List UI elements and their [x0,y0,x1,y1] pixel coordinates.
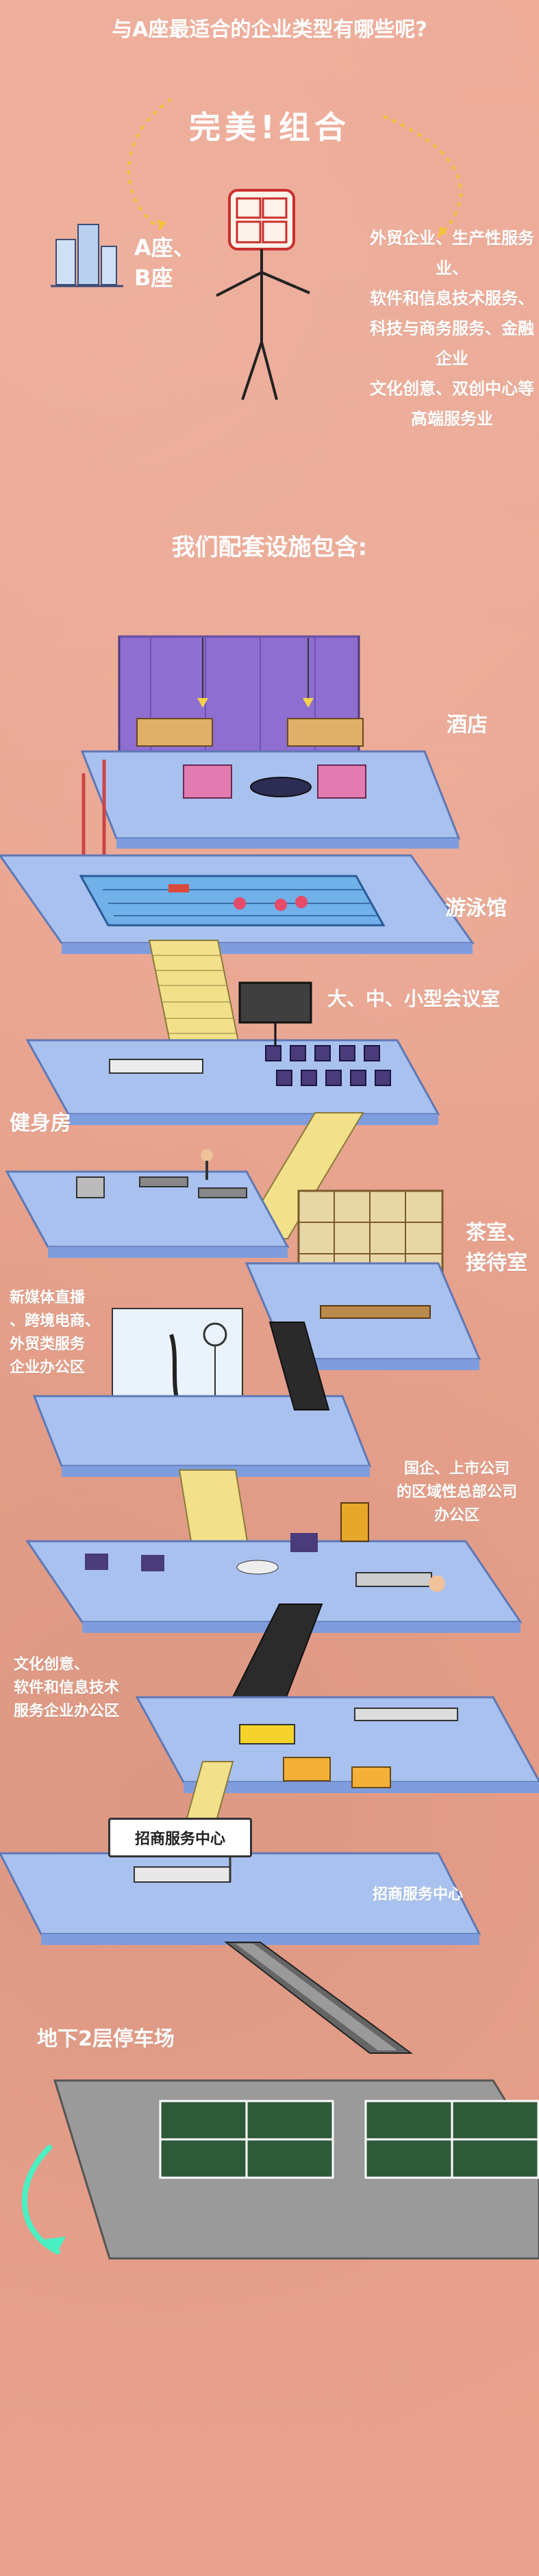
media-line-1: 新媒体直播 [10,1289,86,1306]
floor-hotel [80,635,461,869]
meeting-label: 大、中、小型会议室 [327,988,501,1010]
gym-label: 健身房 [10,1111,71,1135]
curved-arrow-icon [21,2145,66,2254]
floor-culture [135,1696,539,1793]
hq-line-1: 国企、上市公司 [403,1460,510,1478]
facilities-title: 我们配套设施包含: [171,534,368,561]
hotel-label: 酒店 [447,713,488,737]
curve-arrow-right [383,115,462,237]
hq-line-2: 的区域性总部公司 [396,1484,517,1501]
industry-line-1: 外贸企业、生产性服务业、 [370,229,534,278]
meeting-screen [238,981,312,1024]
industry-line-2: 软件和信息技术服务、 [370,289,534,308]
industry-line-4: 文化创意、双创中心等 [370,379,534,398]
industry-line-3: 科技与商务服务、金融企业 [370,319,534,368]
ab-label: A座、 B座 [134,233,223,293]
tea-line-2: 接待室 [466,1251,527,1275]
floor-pool [0,854,475,954]
culture-line-2: 软件和信息技术 [14,1679,120,1697]
media-line-3: 外贸类服务 [10,1336,86,1353]
stairs-1 [148,940,241,1049]
media-label: 新媒体直播 、跨境电商、 外贸类服务 企业办公区 [10,1287,112,1380]
mascot-figure [216,189,310,400]
floor-parking [53,2079,539,2260]
industry-line-5: 高端服务业 [411,409,493,428]
service-center-plaque: 招商服务中心 [108,1818,252,1857]
escalator [224,1942,414,2054]
floor-media [32,1308,372,1477]
pool-label: 游泳馆 [445,897,507,920]
tea-label: 茶室、 接待室 [466,1218,527,1278]
stairs-3 [178,1469,249,1546]
parking-label: 地下2层停车场 [37,2027,175,2051]
culture-line-3: 服务企业办公区 [14,1703,120,1720]
media-line-2: 、跨境电商、 [10,1313,101,1330]
buildings-icon [51,224,123,287]
tea-line-1: 茶室、 [466,1221,527,1245]
ab-line-a: A座、 [134,235,195,261]
ab-line-b: B座 [134,265,173,291]
stairs-2 [238,1112,364,1239]
arrow-head-right-icon [438,226,447,236]
media-line-4: 企业办公区 [10,1359,86,1376]
hero-title: 完美!组合 [189,109,350,146]
floor-meeting [25,981,440,1125]
industry-list: 外贸企业、生产性服务业、 软件和信息技术服务、 科技与商务服务、金融企业 文化创… [363,223,539,434]
curve-arrow-left [127,98,173,231]
arrow-head-left-icon [157,220,166,229]
floor-service [0,1852,481,1945]
culture-line-1: 文化创意、 [14,1656,90,1673]
hq-label: 国企、上市公司 的区域性总部公司 办公区 [378,1458,536,1528]
culture-label: 文化创意、 软件和信息技术 服务企业办公区 [14,1653,151,1723]
hq-line-3: 办公区 [434,1507,479,1524]
service-center-label: 招商服务中心 [373,1886,464,1903]
floor-gym [5,1149,290,1258]
header-question: 与A座最适合的企业类型有哪些呢? [112,18,427,42]
